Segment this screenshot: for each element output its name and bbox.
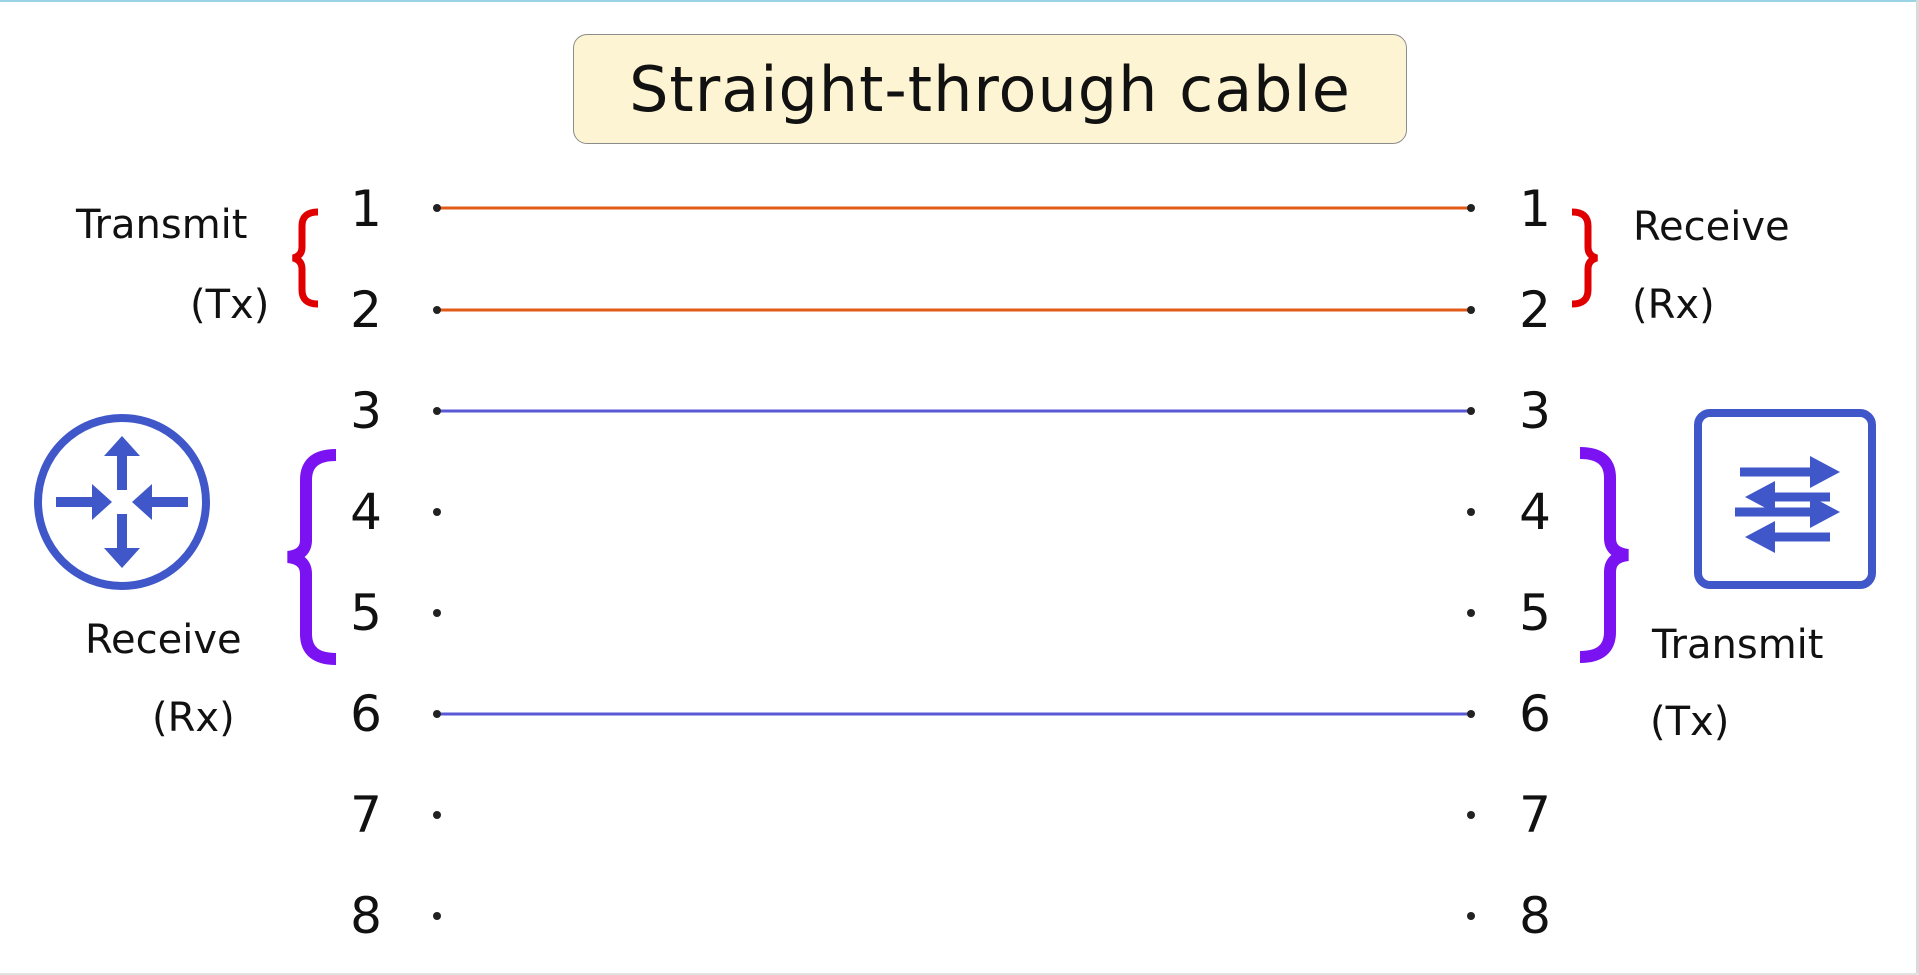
right-tx-brace: [1579, 447, 1629, 663]
left-dot-1: [433, 204, 441, 212]
right-dot-2: [1467, 306, 1475, 314]
left-pin-6: 6: [350, 685, 382, 743]
right-dot-5: [1467, 609, 1475, 617]
diagram-title: Straight-through cable: [629, 52, 1351, 126]
left-pin-5: 5: [350, 584, 382, 642]
left-dot-4: [433, 508, 441, 516]
pin-3-row: 3 3: [350, 382, 1551, 440]
right-transmit-label: Transmit: [1652, 622, 1824, 668]
right-dot-4: [1467, 508, 1475, 516]
left-dot-7: [433, 811, 441, 819]
title-box: Straight-through cable: [573, 34, 1407, 144]
left-transmit-sub: (Tx): [190, 282, 270, 328]
pin-1-row: 1 1: [350, 180, 1551, 238]
right-pin-5: 5: [1519, 584, 1551, 642]
left-receive-sub: (Rx): [152, 695, 235, 741]
pin-7-row: 7 7: [350, 786, 1551, 844]
left-receive-label: Receive: [85, 617, 242, 663]
right-dot-7: [1467, 811, 1475, 819]
left-pin-7: 7: [350, 786, 382, 844]
router-icon: [34, 414, 210, 590]
left-rx-brace: [287, 449, 337, 665]
right-dot-6: [1467, 710, 1475, 718]
right-pin-6: 6: [1519, 685, 1551, 743]
right-dot-1: [1467, 204, 1475, 212]
right-receive-sub: (Rx): [1632, 282, 1715, 328]
top-border: [0, 0, 1919, 2]
right-rx-brace: [1571, 208, 1598, 308]
right-dot-3: [1467, 407, 1475, 415]
right-pin-3: 3: [1519, 382, 1551, 440]
right-transmit-sub: (Tx): [1650, 699, 1730, 745]
right-pin-4: 4: [1519, 483, 1551, 541]
left-tx-brace: [292, 208, 319, 308]
right-pin-7: 7: [1519, 786, 1551, 844]
right-pin-8: 8: [1519, 887, 1551, 945]
left-dot-5: [433, 609, 441, 617]
right-dot-8: [1467, 912, 1475, 920]
bottom-edge: [0, 973, 1919, 975]
left-pin-1: 1: [350, 180, 382, 238]
right-edge: [1916, 0, 1919, 975]
left-dot-6: [433, 710, 441, 718]
right-pin-1: 1: [1519, 180, 1551, 238]
left-pin-8: 8: [350, 887, 382, 945]
left-dot-2: [433, 306, 441, 314]
right-receive-label: Receive: [1633, 204, 1790, 250]
pin-5-row: 5 5: [350, 584, 1551, 642]
left-dot-3: [433, 407, 441, 415]
left-dot-8: [433, 912, 441, 920]
left-pin-4: 4: [350, 483, 382, 541]
left-transmit-label: Transmit: [76, 202, 248, 248]
left-pin-2: 2: [350, 281, 382, 339]
pin-6-row: 6 6: [350, 685, 1551, 743]
left-pin-3: 3: [350, 382, 382, 440]
pin-4-row: 4 4: [350, 483, 1551, 541]
switch-icon: [1694, 409, 1876, 589]
pin-2-row: 2 2: [350, 281, 1551, 339]
pin-8-row: 8 8: [350, 887, 1551, 945]
right-pin-2: 2: [1519, 281, 1551, 339]
